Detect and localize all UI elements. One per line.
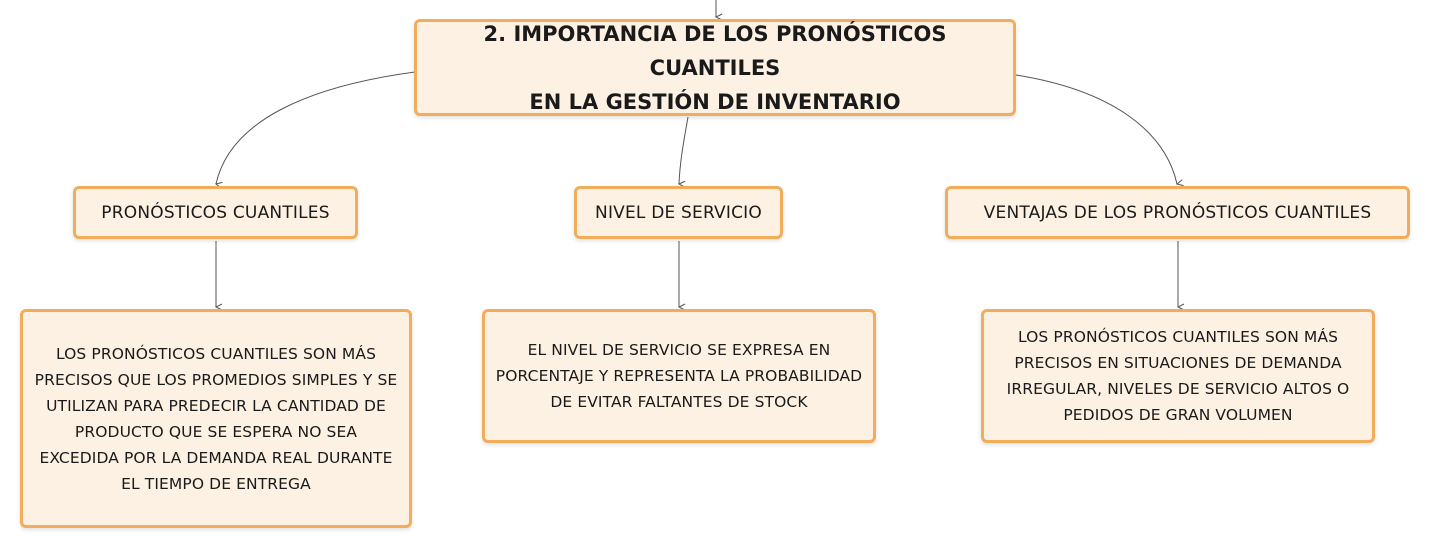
leaf-text: EL NIVEL DE SERVICIO SE EXPRESA EN PORCE… — [495, 341, 863, 411]
leaf-node-pronosticos-cuantiles-detail[interactable]: LOS PRONÓSTICOS CUANTILES SON MÁS PRECIS… — [20, 309, 412, 528]
root-topic-title: 2. IMPORTANCIA DE LOS PRONÓSTICOS CUANTI… — [423, 17, 1007, 119]
root-title-line-1: 2. IMPORTANCIA DE LOS PRONÓSTICOS CUANTI… — [483, 21, 947, 80]
root-title-line-2: EN LA GESTIÓN DE INVENTARIO — [529, 89, 901, 114]
branch-label: VENTAJAS DE LOS PRONÓSTICOS CUANTILES — [983, 202, 1372, 223]
branch-label: PRONÓSTICOS CUANTILES — [101, 202, 330, 223]
connector-root-to-branch-3 — [1015, 74, 1177, 184]
leaf-node-nivel-de-servicio-detail[interactable]: EL NIVEL DE SERVICIO SE EXPRESA EN PORCE… — [482, 309, 876, 443]
root-topic-node[interactable]: 2. IMPORTANCIA DE LOS PRONÓSTICOS CUANTI… — [414, 19, 1016, 116]
connector-root-to-branch-2 — [679, 116, 689, 184]
leaf-node-ventajas-detail[interactable]: LOS PRONÓSTICOS CUANTILES SON MÁS PRECIS… — [981, 309, 1375, 443]
leaf-text: LOS PRONÓSTICOS CUANTILES SON MÁS PRECIS… — [1006, 328, 1350, 424]
branch-node-nivel-de-servicio[interactable]: NIVEL DE SERVICIO — [574, 186, 783, 239]
branch-label: NIVEL DE SERVICIO — [595, 202, 762, 223]
leaf-text: LOS PRONÓSTICOS CUANTILES SON MÁS PRECIS… — [34, 344, 398, 493]
branch-node-pronosticos-cuantiles[interactable]: PRONÓSTICOS CUANTILES — [73, 186, 358, 239]
connector-root-to-branch-1 — [216, 71, 416, 184]
branch-node-ventajas[interactable]: VENTAJAS DE LOS PRONÓSTICOS CUANTILES — [945, 186, 1410, 239]
